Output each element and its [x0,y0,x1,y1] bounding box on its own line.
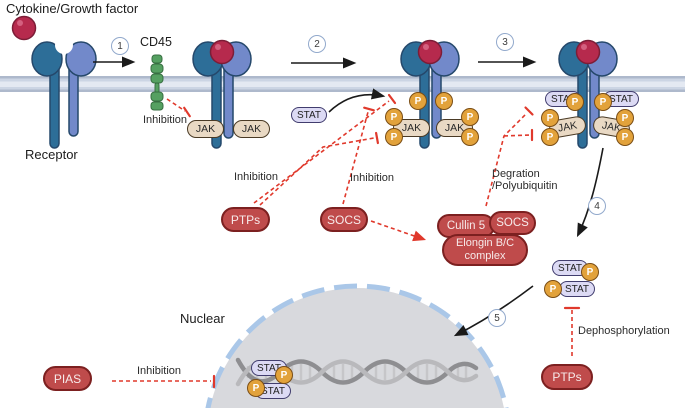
phosphate-icon: P [247,379,265,397]
ptps-inhibition-line-1 [253,100,390,204]
step-1-badge: 1 [111,37,129,55]
receptor-bound-3 [558,39,618,149]
stat-pill-receptor: STAT [603,91,639,107]
socs-inhibition-line [342,111,369,205]
step-2-badge: 2 [308,35,326,53]
stat-pill-dimer: STAT [552,260,588,276]
phosphate-icon: P [544,280,562,298]
cytokine-icon [11,15,37,41]
phosphate-icon: P [435,92,453,110]
stat-pill-dimer: STAT [559,281,595,297]
nuclear-label: Nuclear [180,311,225,326]
stat-pill-free: STAT [291,107,327,123]
receptor-label: Receptor [25,147,78,162]
phosphate-icon: P [594,93,612,111]
jak-pill: JAK [187,120,224,138]
jak-pill: JAK [233,120,270,138]
nuclear-envelope [205,283,509,408]
receptor-bound-1 [192,39,252,149]
phosphate-icon: P [616,128,634,146]
degradation-label: Degration /Polyubiquitin [492,168,558,193]
cytokine-growth-factor-label: Cytokine/Growth factor [6,1,139,16]
phosphate-icon: P [616,109,634,127]
phosphate-icon: P [566,93,584,111]
pias-node: PIAS [43,366,92,391]
phosphate-icon: P [275,366,293,384]
cd45-icon [150,54,164,111]
phosphate-icon: P [385,128,403,146]
inhibition-label-ptps: Inhibition [234,171,279,183]
phosphate-icon: P [541,109,559,127]
socs-to-cullin-arrow [370,220,427,242]
ptps-inhibition-line-2 [259,137,375,206]
phosphate-icon: P [541,128,559,146]
degradation-line-2 [503,134,531,137]
phosphate-icon: P [581,263,599,281]
receptor-unbound [31,36,97,149]
inhibition-label-socs: Inhibition [350,172,395,184]
step-4-badge: 4 [588,197,606,215]
inhibition-label-cd45: Inhibition [143,114,188,126]
socs-node: SOCS [320,207,368,232]
cd45-inhibition-line [166,98,186,112]
step-5-badge: 5 [488,309,506,327]
phosphate-icon: P [461,128,479,146]
step-3-badge: 3 [496,33,514,51]
phosphate-icon: P [409,92,427,110]
ptps-node: PTPs [221,207,270,232]
ptps-nuclear-node: PTPs [541,364,593,390]
inhibition-label-pias: Inhibition [137,365,182,377]
inhibition-lines [112,98,573,382]
inhibition-tbars [183,93,581,389]
cd45-label: CD45 [140,35,172,49]
stat-recruitment-arrow [328,88,386,113]
phosphate-icon: P [461,108,479,126]
socs-complex-node: SOCS [489,211,536,235]
elongin-complex-node: Elongin B/C complex [442,234,528,266]
stat-dimer-release-arrow [576,147,604,238]
phosphate-icon: P [385,108,403,126]
dephosphorylation-label: Dephosphorylation [578,325,670,337]
cell-membrane [0,76,685,92]
